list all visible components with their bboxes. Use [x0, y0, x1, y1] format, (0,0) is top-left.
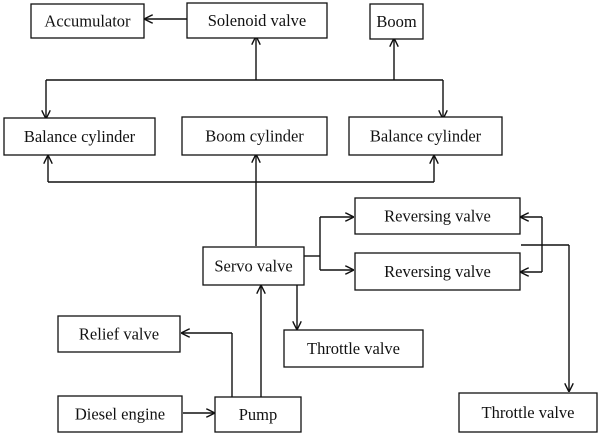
- node-accumulator: Accumulator: [30, 3, 145, 39]
- node-solenoid-valve: Solenoid valve: [186, 2, 328, 39]
- node-diesel-engine: Diesel engine: [57, 395, 183, 433]
- node-label: Diesel engine: [75, 405, 165, 424]
- node-relief-valve: Relief valve: [57, 315, 181, 353]
- node-servo-valve: Servo valve: [202, 246, 305, 286]
- node-label: Throttle valve: [307, 339, 400, 358]
- connectors: [46, 19, 569, 413]
- node-balance-cylinder-right: Balance cylinder: [348, 116, 503, 156]
- node-pump: Pump: [214, 396, 302, 433]
- node-reversing-valve-bottom: Reversing valve: [354, 252, 521, 291]
- node-label: Reversing valve: [384, 262, 491, 281]
- node-label: Boom: [376, 12, 417, 31]
- node-label: Reversing valve: [384, 207, 491, 226]
- node-boom-cylinder: Boom cylinder: [181, 116, 328, 156]
- node-throttle-valve-center: Throttle valve: [283, 329, 424, 368]
- node-throttle-valve-right: Throttle valve: [458, 392, 598, 433]
- node-label: Throttle valve: [481, 403, 574, 422]
- node-balance-cylinder-left: Balance cylinder: [3, 117, 156, 156]
- node-label: Accumulator: [44, 12, 131, 31]
- node-label: Servo valve: [214, 257, 292, 276]
- node-label: Pump: [239, 405, 278, 424]
- node-label: Balance cylinder: [24, 127, 136, 146]
- node-label: Relief valve: [79, 325, 159, 344]
- node-label: Boom cylinder: [205, 127, 304, 146]
- node-label: Solenoid valve: [208, 11, 307, 30]
- node-reversing-valve-top: Reversing valve: [354, 197, 521, 235]
- node-boom: Boom: [369, 3, 424, 40]
- node-label: Balance cylinder: [370, 127, 482, 146]
